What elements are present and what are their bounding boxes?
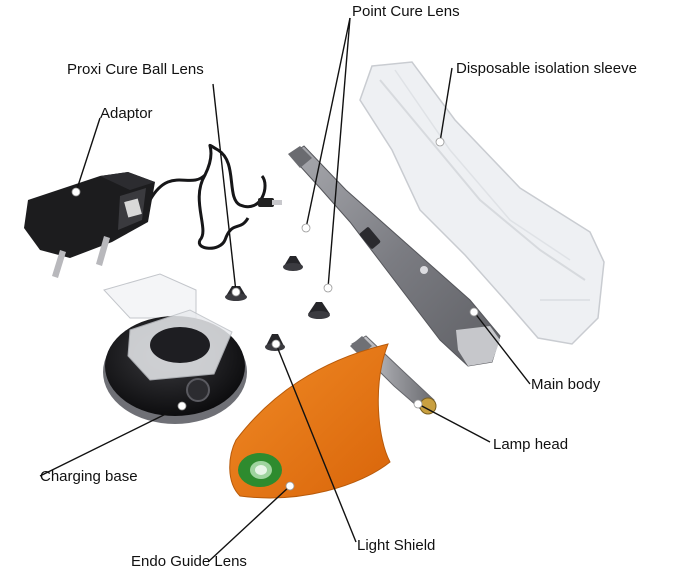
- label-adaptor: Adaptor: [100, 105, 153, 122]
- main-body: [288, 145, 501, 367]
- label-disposable-isolation-sleeve: Disposable isolation sleeve: [456, 60, 637, 77]
- label-charging-base: Charging base: [40, 468, 138, 485]
- marker-dots: [71, 137, 479, 491]
- disposable-sleeve: [359, 61, 605, 345]
- label-lamp-head: Lamp head: [493, 436, 569, 453]
- label-main-body: Main body: [531, 376, 601, 393]
- point-cure-lens-2: [308, 302, 330, 319]
- leader-lines: [39, 17, 531, 563]
- point-cure-lens-1: [283, 256, 303, 271]
- label-endo-guide-lens: Endo Guide Lens: [131, 553, 247, 570]
- charging-base: [103, 273, 247, 424]
- label-proxi-cure-ball-lens: Proxi Cure Ball Lens: [67, 61, 204, 78]
- adaptor: [24, 143, 282, 278]
- endo-guide-lens: [238, 453, 282, 487]
- label-light-shield: Light Shield: [357, 537, 436, 554]
- label-point-cure-lens: Point Cure Lens: [352, 3, 460, 20]
